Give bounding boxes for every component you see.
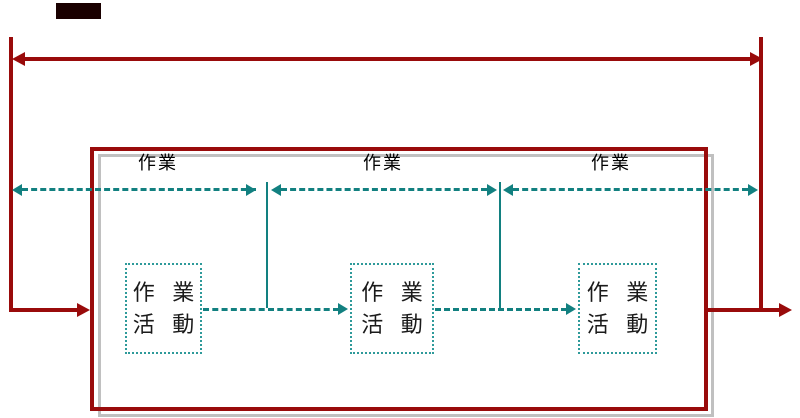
timeline-seg3-dash (513, 188, 748, 191)
title-block (56, 3, 101, 19)
segment-label-1: 作業 (138, 153, 178, 173)
right-extension-line (759, 37, 763, 311)
timeline-seg1-dash (22, 188, 256, 191)
flow-arrow-2-head-icon (566, 303, 576, 315)
activity-box-2-line1: 作 業 (361, 279, 429, 305)
segment-label-3: 作業 (591, 153, 631, 173)
activity-box-1-line2: 活 動 (132, 311, 201, 337)
timeline-seg2-dash (281, 188, 487, 191)
output-arrow-head-icon (779, 303, 792, 317)
timeline-seg2-right-head-icon (487, 184, 497, 196)
activity-box-1: 作 業 活 動 (125, 263, 202, 354)
output-arrow-shaft (704, 308, 780, 312)
divider-line-1 (266, 182, 268, 308)
input-arrow-head-icon (77, 303, 90, 317)
flow-arrow-1-dash (203, 308, 339, 311)
timeline-seg3-right-head-icon (748, 184, 758, 196)
timeline-seg1-left-head-icon (12, 184, 22, 196)
activity-box-1-line1: 作 業 (132, 279, 201, 305)
factory-frame (90, 147, 708, 411)
input-arrow-shaft (9, 308, 78, 312)
activity-box-2: 作 業 活 動 (350, 263, 434, 354)
factory-frame-shadow (98, 154, 714, 417)
segment-label-2: 作業 (363, 153, 403, 173)
timeline-seg3-left-head-icon (503, 184, 513, 196)
activity-box-2-line2: 活 動 (361, 311, 429, 337)
flow-arrow-2-dash (435, 308, 567, 311)
lead-time-arrow-left-head-icon (12, 52, 25, 66)
activity-box-3-line1: 作 業 (586, 279, 655, 305)
activity-box-3-line2: 活 動 (586, 311, 655, 337)
lead-time-arrow-shaft (22, 57, 752, 61)
activity-box-3: 作 業 活 動 (578, 263, 657, 354)
left-extension-line (9, 37, 13, 311)
divider-line-2 (499, 182, 501, 308)
timeline-seg2-left-head-icon (271, 184, 281, 196)
timeline-seg1-right-head-icon (246, 184, 256, 196)
flow-arrow-1-head-icon (338, 303, 348, 315)
